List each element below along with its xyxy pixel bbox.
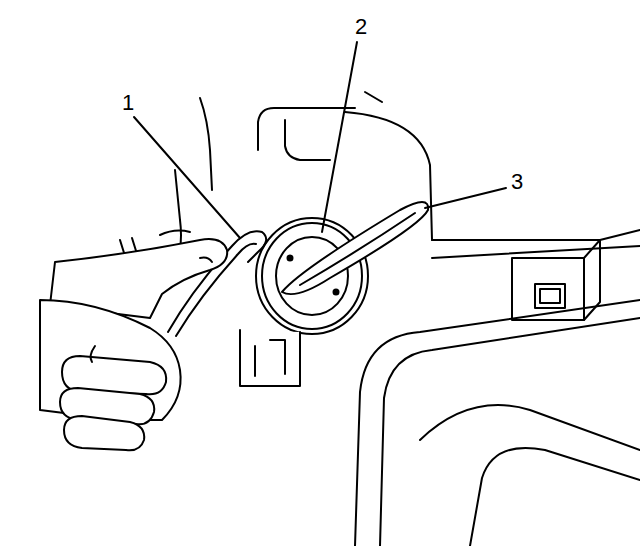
leader-lines xyxy=(134,42,506,238)
key xyxy=(282,202,428,294)
callout-number: 3 xyxy=(511,171,523,193)
switch-box xyxy=(512,240,600,320)
leader-line xyxy=(425,188,506,208)
callout-number: 1 xyxy=(122,92,134,114)
connector xyxy=(240,330,300,386)
callout-number: 2 xyxy=(355,16,367,38)
dashboard-outline xyxy=(120,92,640,546)
leader-line xyxy=(134,117,240,238)
hand xyxy=(40,239,227,450)
leader-line xyxy=(322,42,357,232)
